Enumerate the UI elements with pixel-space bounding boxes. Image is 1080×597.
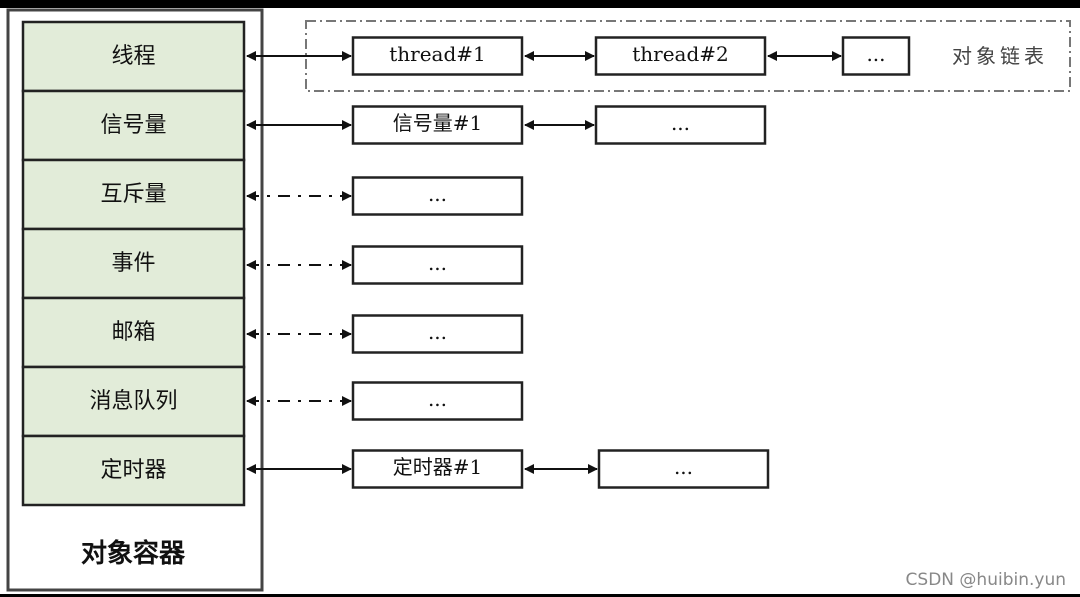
list-node-label: 信号量#1 bbox=[393, 111, 482, 135]
list-node-label: ... bbox=[428, 251, 447, 275]
object-list-frame bbox=[305, 20, 1071, 92]
container-cell-label: 事件 bbox=[111, 251, 155, 276]
list-node bbox=[594, 105, 767, 145]
container-title: 对象容器 bbox=[81, 538, 186, 569]
list-node-label: ... bbox=[428, 182, 447, 206]
object-list-label: 对象链表 bbox=[952, 44, 1048, 68]
list-node bbox=[351, 381, 524, 421]
list-node bbox=[351, 176, 524, 216]
list-node-label: thread#2 bbox=[632, 42, 729, 66]
container-cell-label: 线程 bbox=[111, 44, 155, 69]
container-cell-label: 定时器 bbox=[100, 458, 166, 483]
list-node bbox=[351, 449, 524, 489]
container-cell bbox=[21, 365, 246, 438]
container-cell bbox=[21, 434, 246, 507]
container-cell bbox=[21, 227, 246, 300]
list-node-label: ... bbox=[866, 42, 885, 66]
container-cell-label: 互斥量 bbox=[100, 182, 166, 207]
container-cell bbox=[21, 296, 246, 369]
container-cell-label: 邮箱 bbox=[111, 320, 155, 345]
list-node-label: ... bbox=[671, 111, 690, 135]
watermark: CSDN @huibin.yun bbox=[905, 570, 1066, 590]
container-cell-label: 信号量 bbox=[100, 113, 166, 138]
list-node bbox=[351, 245, 524, 285]
list-node bbox=[594, 36, 767, 76]
diagram-canvas: 对象容器 对象链表 线程信号量互斥量事件邮箱消息队列定时器 thread#1 thr… bbox=[0, 8, 1080, 594]
list-node bbox=[351, 314, 524, 354]
container-cell-label: 消息队列 bbox=[89, 389, 177, 414]
container-cell bbox=[21, 158, 246, 231]
container-cell bbox=[21, 20, 246, 93]
list-node-label: ... bbox=[428, 387, 447, 411]
list-node bbox=[841, 36, 911, 76]
list-node bbox=[351, 105, 524, 145]
list-node-label: ... bbox=[428, 320, 447, 344]
list-node bbox=[351, 36, 524, 76]
list-node-label: 定时器#1 bbox=[393, 455, 482, 479]
list-node-label: ... bbox=[674, 455, 693, 479]
list-node bbox=[597, 449, 770, 489]
list-node-label: thread#1 bbox=[389, 42, 486, 66]
